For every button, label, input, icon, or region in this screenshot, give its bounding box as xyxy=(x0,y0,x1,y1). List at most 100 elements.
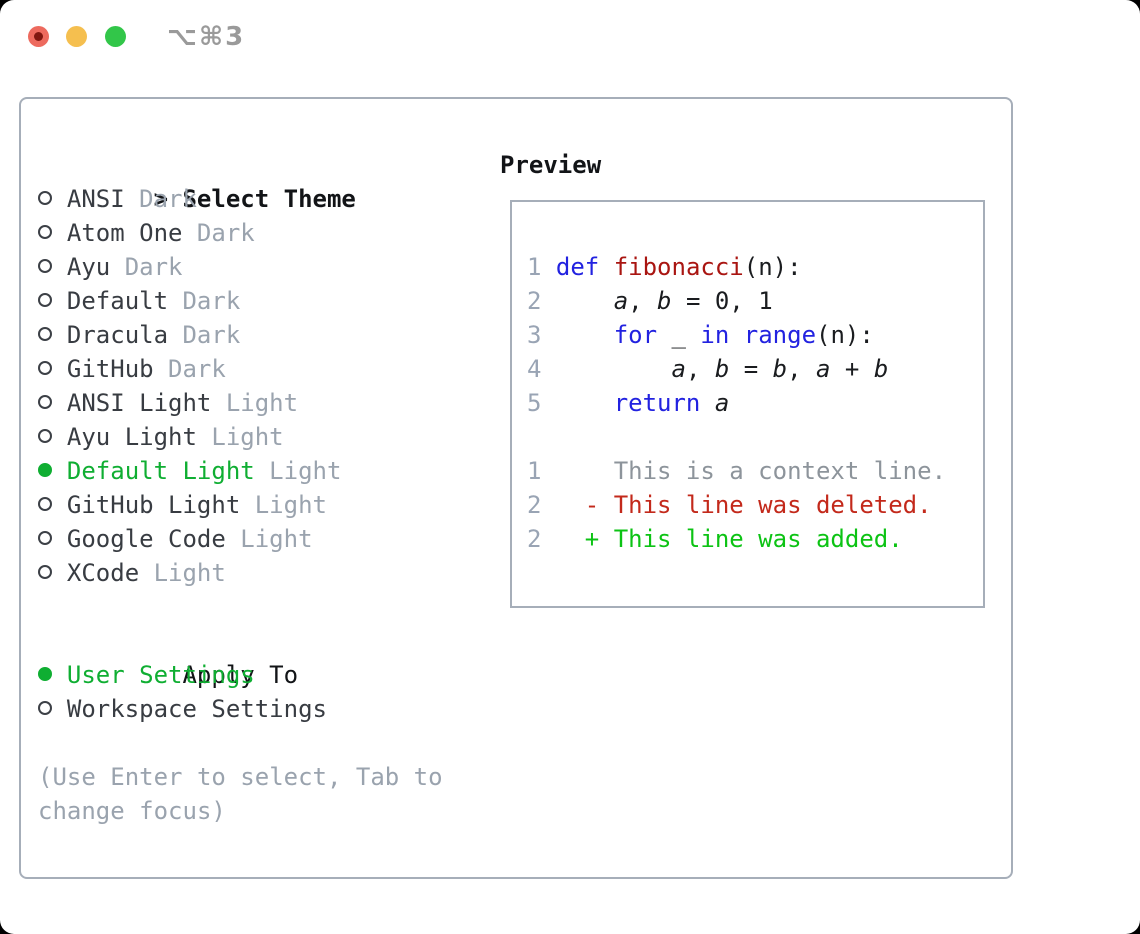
traffic-light-close-button[interactable] xyxy=(28,26,49,47)
theme-name: XCode xyxy=(66,559,140,587)
theme-option[interactable]: GitHub Dark xyxy=(38,352,356,386)
code-segment xyxy=(556,287,614,315)
theme-variant-badge: Dark xyxy=(139,185,197,213)
line-number: 3 xyxy=(527,321,542,349)
radio-cell xyxy=(38,182,67,216)
radio-icon xyxy=(38,531,52,545)
theme-name: Atom One xyxy=(66,219,183,247)
theme-name: Google Code xyxy=(66,525,226,553)
theme-option[interactable]: GitHub Light Light xyxy=(38,488,356,522)
radio-icon xyxy=(38,293,52,307)
code-segment: This is a context line. xyxy=(555,457,947,485)
apply-to-header: Apply To xyxy=(38,624,327,689)
radio-cell xyxy=(38,658,67,692)
radio-icon xyxy=(38,191,52,205)
theme-variant-badge: Light xyxy=(211,423,284,451)
theme-variant-badge: Light xyxy=(254,491,327,519)
theme-name: ANSI Light xyxy=(66,389,212,417)
radio-cell xyxy=(38,250,67,284)
code-line: 4 a, b = b, a + b xyxy=(527,352,983,386)
theme-list-header: >Select Theme xyxy=(38,148,356,213)
radio-icon xyxy=(38,395,52,409)
theme-option[interactable]: Default Light Light xyxy=(38,454,356,488)
theme-option[interactable]: Atom One Dark xyxy=(38,216,356,250)
radio-selected-icon xyxy=(38,463,52,477)
code-line: 2 - This line was deleted. xyxy=(527,488,983,522)
theme-name: Default Light xyxy=(66,457,255,485)
radio-cell xyxy=(38,556,67,590)
code-segment: return xyxy=(613,389,701,417)
window-shortcut-label: ⌥⌘3 xyxy=(167,22,246,52)
radio-cell xyxy=(38,352,67,386)
apply-option[interactable]: User Settings xyxy=(38,658,327,692)
radio-cell xyxy=(38,488,67,522)
code-segment: , xyxy=(685,355,715,383)
line-number: 1 xyxy=(527,457,542,485)
line-number: 2 xyxy=(527,525,542,553)
code-segment xyxy=(556,321,614,349)
theme-variant-badge: Light xyxy=(240,525,313,553)
code-segment: + This line was added. xyxy=(555,525,903,553)
radio-cell xyxy=(38,522,67,556)
radio-cell xyxy=(38,284,67,318)
theme-name: ANSI xyxy=(66,185,125,213)
code-segment: , xyxy=(787,355,817,383)
code-segment: b xyxy=(873,355,889,383)
theme-variant-badge: Light xyxy=(269,457,342,485)
theme-name: Default xyxy=(66,287,169,315)
apply-option[interactable]: Workspace Settings xyxy=(38,692,327,726)
radio-icon xyxy=(38,327,52,341)
code-segment xyxy=(556,355,672,383)
line-number: 4 xyxy=(527,355,542,383)
line-number: 2 xyxy=(527,287,542,315)
code-segment: a xyxy=(714,389,730,417)
radio-cell xyxy=(38,420,67,454)
theme-name: Ayu Light xyxy=(66,423,197,451)
radio-icon xyxy=(38,361,52,375)
traffic-light-zoom-button[interactable] xyxy=(105,26,126,47)
theme-option[interactable]: ANSI Dark xyxy=(38,182,356,216)
code-segment: (n): xyxy=(743,253,802,281)
code-segment: def xyxy=(555,253,600,281)
line-number: 5 xyxy=(527,389,542,417)
code-segment: = xyxy=(729,355,773,383)
apply-to-title: Apply To xyxy=(182,661,299,689)
theme-option[interactable]: Google Code Light xyxy=(38,522,356,556)
code-segment: _ xyxy=(657,321,701,349)
radio-cell xyxy=(38,386,67,420)
code-segment: b xyxy=(657,287,672,315)
theme-variant-badge: Light xyxy=(225,389,299,417)
focus-marker-icon: > xyxy=(153,185,169,213)
theme-option[interactable]: Ayu Light Light xyxy=(38,420,356,454)
code-segment: for xyxy=(613,321,658,349)
code-line: 2 a, b = 0, 1 xyxy=(527,284,983,318)
traffic-light-minimize-button[interactable] xyxy=(66,26,87,47)
code-segment: b xyxy=(772,355,788,383)
radio-cell xyxy=(38,216,67,250)
code-line: 5 return a xyxy=(527,386,983,420)
theme-name: GitHub xyxy=(66,355,154,383)
theme-option[interactable]: ANSI Light Light xyxy=(38,386,356,420)
radio-icon xyxy=(38,701,52,715)
code-segment xyxy=(599,253,613,281)
theme-variant-badge: Dark xyxy=(124,253,183,281)
apply-option-label: Workspace Settings xyxy=(66,695,327,723)
theme-name: GitHub Light xyxy=(66,491,241,519)
code-segment: fibonacci xyxy=(613,253,744,281)
theme-variant-badge: Dark xyxy=(196,219,255,247)
code-segment: range xyxy=(743,321,817,349)
code-segment: + xyxy=(830,355,874,383)
theme-variant-badge: Dark xyxy=(168,355,226,383)
radio-cell xyxy=(38,318,67,352)
